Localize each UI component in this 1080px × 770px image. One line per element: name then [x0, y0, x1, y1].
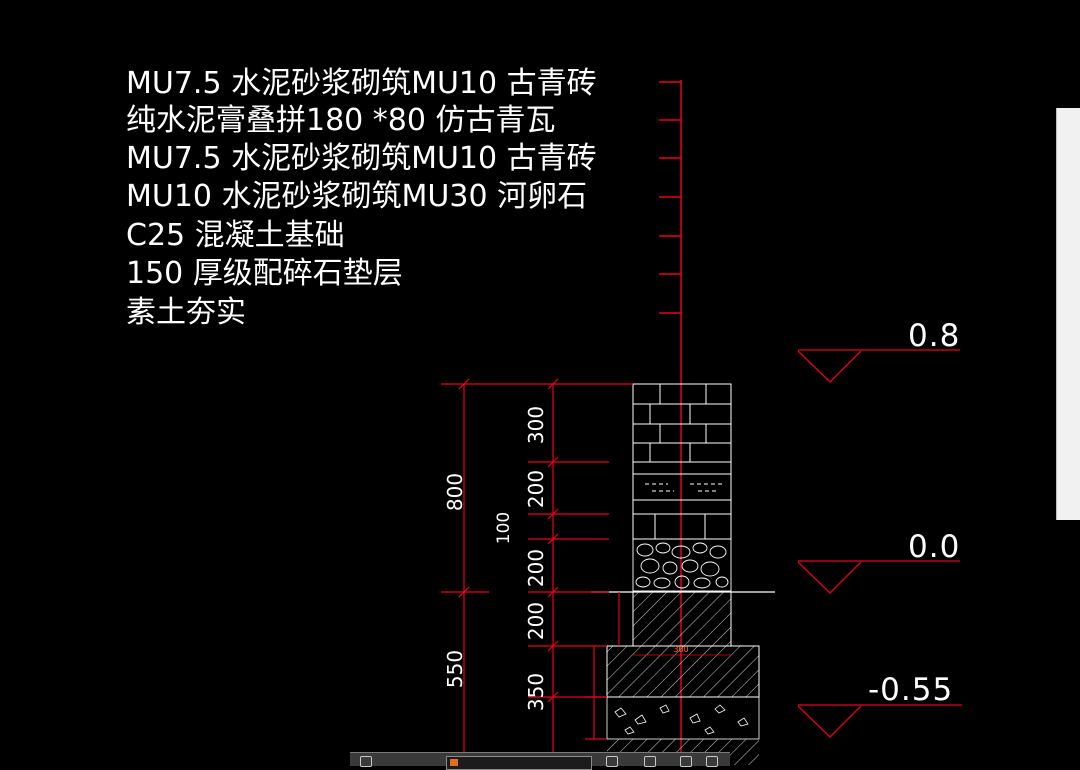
dim-seg-200-c: 200	[524, 602, 548, 640]
layer-icon[interactable]	[360, 756, 372, 767]
side-palette-panel[interactable]	[1056, 108, 1080, 520]
brick-cap-layer	[632, 383, 732, 463]
level-bottom-label: -0.55	[868, 672, 953, 708]
level-marker-zero: 0.0	[797, 529, 960, 594]
note-line-3: MU7.5 水泥砂浆砌筑MU10 古青砖	[126, 141, 597, 176]
note-line-7: 素土夯实	[126, 295, 246, 330]
dim-total-lower: 550	[443, 650, 467, 688]
note-line-5: C25 混凝土基础	[126, 218, 345, 253]
layer-color-swatch	[450, 759, 458, 766]
dim-seg-100: 100	[494, 512, 514, 544]
tile-layer	[632, 461, 732, 515]
gravel-cushion	[606, 696, 760, 740]
concrete-footing	[606, 591, 760, 698]
level-top-label: 0.8	[908, 318, 960, 354]
dim-seg-200-a: 200	[524, 470, 548, 508]
dim-width-300: 300	[673, 645, 688, 654]
dimension-lines	[441, 378, 731, 752]
level-marker-bottom: -0.55	[797, 672, 962, 738]
note-line-2: 纯水泥膏叠拼180 *80 仿古青瓦	[126, 103, 556, 138]
brick-layer-lower	[632, 513, 732, 540]
pen-icon[interactable]	[606, 756, 618, 767]
dim-seg-350: 350	[524, 673, 548, 711]
note-line-4: MU10 水泥砂浆砌筑MU30 河卵石	[126, 179, 587, 214]
dim-seg-300: 300	[524, 406, 548, 444]
dim-total-upper: 800	[443, 473, 467, 511]
note-line-6: 150 厚级配碎石垫层	[126, 256, 403, 291]
lock-icon-2[interactable]	[706, 756, 718, 767]
status-toolbar[interactable]	[350, 752, 730, 770]
pebble-layer	[632, 538, 732, 592]
lock-icon[interactable]	[680, 756, 692, 767]
level-marker-top: 0.8	[797, 318, 960, 383]
note-line-1: MU7.5 水泥砂浆砌筑MU10 古青砖	[126, 66, 597, 101]
material-notes: MU7.5 水泥砂浆砌筑MU10 古青砖 纯水泥膏叠拼180 *80 仿古青瓦 …	[126, 66, 597, 330]
dim-seg-200-b: 200	[524, 549, 548, 587]
level-zero-label: 0.0	[908, 529, 960, 565]
arrow-icon[interactable]	[644, 756, 656, 767]
layer-selector[interactable]	[446, 756, 592, 770]
